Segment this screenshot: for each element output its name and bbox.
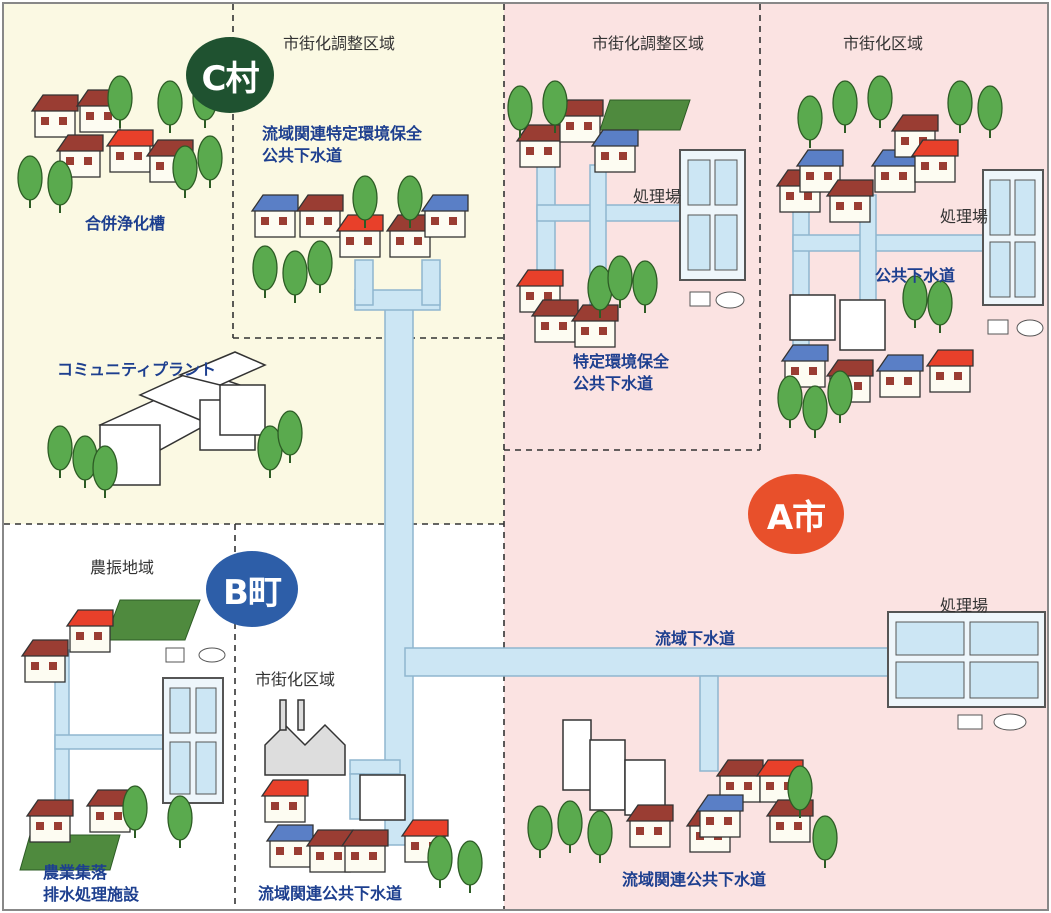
house — [265, 824, 314, 868]
house — [250, 194, 299, 238]
tree — [527, 805, 553, 858]
zone-label-c-adjust: 市街化調整区域 — [283, 34, 396, 53]
tree — [632, 260, 658, 313]
tree — [457, 840, 483, 893]
tree — [47, 160, 73, 213]
house — [625, 804, 674, 848]
region-badge-b-town: B町 — [206, 551, 298, 627]
tree — [607, 255, 633, 308]
house — [30, 94, 79, 138]
high-rise-buildings — [359, 294, 886, 821]
treatment-plant-a2 — [982, 169, 1044, 337]
label-treatment-plant-a1: 処理場 — [633, 187, 682, 206]
house — [305, 829, 354, 873]
house — [20, 639, 69, 683]
tree — [197, 135, 223, 188]
house — [570, 304, 619, 348]
houses — [20, 89, 974, 873]
tree — [947, 80, 973, 133]
tree — [832, 80, 858, 133]
tree — [92, 445, 118, 498]
house — [25, 799, 74, 843]
label-basin-sewer: 流域下水道 — [655, 629, 736, 648]
house — [65, 609, 114, 653]
house — [910, 139, 959, 183]
tree — [252, 245, 278, 298]
label-treatment-plant-main: 処理場 — [940, 596, 989, 615]
label-basin-public-sewer-a: 流域関連公共下水道 — [622, 870, 767, 889]
tree — [507, 85, 533, 138]
label-special-env-sewer: 特定環境保全 公共下水道 — [573, 352, 670, 393]
factory — [264, 699, 346, 776]
trees — [17, 75, 1003, 893]
treatment-plant-a1 — [679, 149, 746, 309]
label-community-plant: コミュニティプラント — [57, 360, 217, 379]
tree — [867, 75, 893, 128]
tree — [172, 145, 198, 198]
tree — [787, 765, 813, 818]
tree — [257, 425, 283, 478]
tree — [282, 250, 308, 303]
house — [105, 129, 154, 173]
tree — [17, 155, 43, 208]
zone-label-a-adjust: 市街化調整区域 — [592, 34, 705, 53]
house — [875, 354, 924, 398]
tree — [352, 175, 378, 228]
label-treatment-plant-a2: 処理場 — [940, 207, 989, 226]
tree — [557, 800, 583, 853]
house — [340, 829, 389, 873]
tree — [977, 85, 1003, 138]
label-basin-special-env-sewer: 流域関連特定環境保全 公共下水道 — [262, 124, 423, 165]
tree — [777, 375, 803, 428]
tree — [542, 80, 568, 133]
house — [925, 349, 974, 393]
tree — [157, 80, 183, 133]
label-basin-public-sewer-b: 流域関連公共下水道 — [258, 884, 403, 903]
house — [795, 149, 844, 193]
house — [420, 194, 469, 238]
tree — [277, 410, 303, 463]
treatment-plant-main — [887, 611, 1046, 731]
farm-fields — [19, 99, 691, 871]
tree — [107, 75, 133, 128]
house — [825, 179, 874, 223]
sewer-pipes — [54, 159, 984, 846]
house — [260, 779, 309, 823]
tree — [122, 785, 148, 838]
house — [335, 214, 384, 258]
house — [530, 299, 579, 343]
tree — [927, 280, 953, 333]
zone-label-b-urban: 市街化区域 — [255, 670, 336, 689]
tree — [797, 95, 823, 148]
treatment-plant-b — [162, 647, 226, 804]
house — [295, 194, 344, 238]
apartment-blocks — [98, 351, 267, 486]
house — [695, 794, 744, 838]
house — [555, 99, 604, 143]
tree — [902, 275, 928, 328]
house — [590, 129, 639, 173]
tree — [587, 810, 613, 863]
tree — [307, 240, 333, 293]
label-public-sewer: 公共下水道 — [875, 266, 956, 285]
house — [515, 124, 564, 168]
tree — [397, 175, 423, 228]
zone-label-b-agri: 農振地域 — [90, 558, 155, 577]
tree — [812, 815, 838, 868]
tree — [427, 835, 453, 888]
region-badge-a-city: A市 — [748, 474, 844, 554]
tree — [827, 370, 853, 423]
tree — [802, 385, 828, 438]
tree — [47, 425, 73, 478]
label-septic-tank: 合併浄化槽 — [85, 214, 166, 233]
zone-label-a-urban: 市街化区域 — [843, 34, 924, 53]
region-badge-c-village: C村 — [186, 37, 274, 113]
label-agri-drainage-facility: 農業集落 排水処理施設 — [43, 863, 140, 904]
tree — [167, 795, 193, 848]
